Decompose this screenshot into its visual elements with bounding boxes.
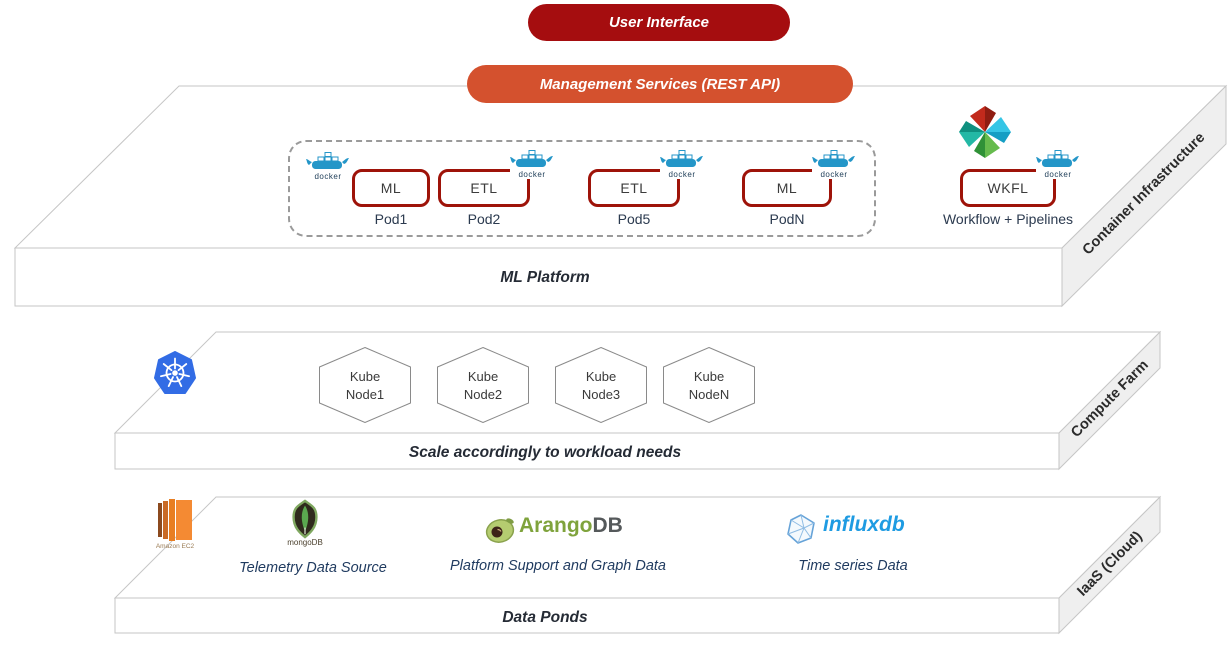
amazon-ec2-logo: Amazon EC2 xyxy=(155,497,195,551)
docker-icon: docker xyxy=(1036,150,1080,179)
arangodb-wordmark-db: DB xyxy=(592,514,623,537)
pod-1-app-label: ML xyxy=(380,180,402,196)
layer2-front-face xyxy=(114,432,1060,470)
docker-wordmark: docker xyxy=(820,170,848,179)
docker-icon: docker xyxy=(660,150,704,179)
layer1-face-label: ML Platform xyxy=(500,269,590,286)
kubernetes-icon xyxy=(154,351,196,394)
layer1-side-face xyxy=(1061,84,1227,308)
pod-2-name: Pod2 xyxy=(467,211,501,227)
user-interface-pill: User Interface xyxy=(528,4,790,41)
kube-node-1-line1: Kube xyxy=(349,368,381,384)
pod-1: ML docker Pod1 xyxy=(352,152,430,239)
arangodb-wordmark: ArangoDB xyxy=(519,515,623,536)
kube-node-1-line2: Node1 xyxy=(345,386,385,402)
pod-n: ML docker PodN xyxy=(742,150,856,239)
layer3-front-face xyxy=(114,597,1060,634)
influxdb-wordmark: influxdb xyxy=(823,513,905,536)
layer3-face-label: Data Ponds xyxy=(502,609,588,626)
pod-5-name: Pod5 xyxy=(617,211,651,227)
workflow-caption: Workflow + Pipelines xyxy=(942,211,1074,227)
docker-wordmark: docker xyxy=(1044,170,1072,179)
kube-node-n-line1: Kube xyxy=(693,368,725,384)
docker-wordmark: docker xyxy=(668,170,696,179)
layer2-side-face xyxy=(1058,330,1161,471)
arangodb-wordmark-arango: Arango xyxy=(519,514,593,537)
pod-5-app-label: ETL xyxy=(620,180,648,196)
mongodb-logo: mongoDB xyxy=(283,499,327,547)
kubeflow-pinwheel-icon xyxy=(959,106,1011,158)
layer1-front-face xyxy=(14,247,1063,307)
telemetry-label: Telemetry Data Source xyxy=(239,560,387,576)
workflow-app-label: WKFL xyxy=(987,180,1029,196)
pods-group-border xyxy=(288,140,876,237)
amazon-ec2-caption: Amazon EC2 xyxy=(155,543,195,550)
mongodb-caption: mongoDB xyxy=(287,538,323,547)
time-series-label: Time series Data xyxy=(798,558,908,574)
pod-1-container: ML xyxy=(352,169,430,207)
docker-icon: docker xyxy=(812,150,856,179)
docker-wordmark: docker xyxy=(314,172,342,181)
layer2-face-label: Scale accordingly to workload needs xyxy=(408,444,682,461)
docker-wordmark: docker xyxy=(518,170,546,179)
kube-node-n-line2: NodeN xyxy=(688,386,730,402)
workflow-container: WKFL xyxy=(960,169,1056,207)
pod-5: ETL docker Pod5 xyxy=(588,150,704,239)
layer3-top-face xyxy=(113,496,1162,599)
influxdb-icon xyxy=(787,514,815,544)
kube-node-2-line2: Node2 xyxy=(463,386,503,402)
pod-1-name: Pod1 xyxy=(374,211,408,227)
docker-icon: docker xyxy=(510,150,554,179)
pod-n-container: ML xyxy=(742,169,832,207)
kube-node-3-line2: Node3 xyxy=(581,386,621,402)
layer3-side-face xyxy=(1058,495,1161,635)
user-interface-label: User Interface xyxy=(608,14,710,31)
pod-2-app-label: ETL xyxy=(470,180,498,196)
kube-node-3-line1: Kube xyxy=(585,368,617,384)
arangodb-avocado-icon xyxy=(485,518,515,543)
docker-icon: docker xyxy=(306,152,350,181)
graph-data-label: Platform Support and Graph Data xyxy=(449,558,666,574)
management-services-label: Management Services (REST API) xyxy=(539,75,781,93)
amazon-ec2-icon xyxy=(158,499,192,541)
workflow-pod: WKFL docker Workflow + Pipelines xyxy=(943,106,1080,239)
mongodb-icon xyxy=(292,499,318,539)
pod-2: ETL docker Pod2 xyxy=(438,150,554,239)
kube-node-2-line1: Kube xyxy=(467,368,499,384)
pod-n-app-label: ML xyxy=(776,180,798,196)
pod-n-name: PodN xyxy=(769,211,805,227)
management-services-pill: Management Services (REST API) xyxy=(467,65,853,103)
